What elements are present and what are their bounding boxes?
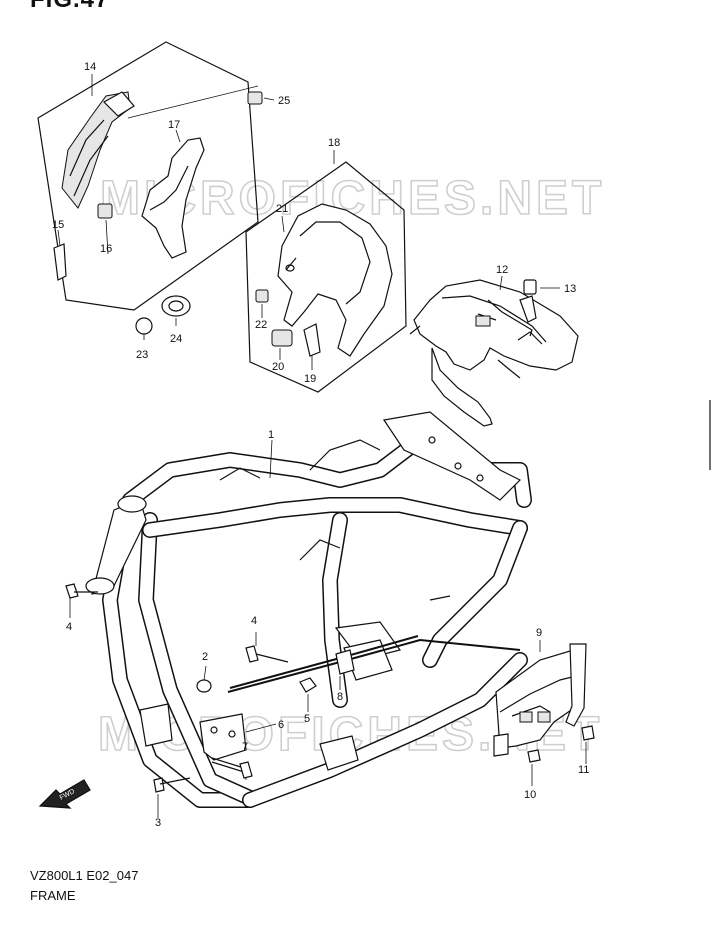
- figure-caption: FRAME: [30, 888, 76, 903]
- callout-1: 1: [268, 429, 274, 441]
- callout-7: 7: [242, 741, 248, 753]
- callout-11: 11: [578, 764, 589, 776]
- callout-24: 24: [170, 333, 182, 345]
- battery-tray-assembly: [409, 275, 579, 427]
- callout-13: 13: [564, 283, 576, 295]
- callout-23: 23: [136, 349, 148, 361]
- callout-21: 21: [276, 203, 288, 215]
- callout-25: 25: [278, 95, 290, 107]
- callout-3: 3: [155, 817, 161, 829]
- callout-12: 12: [496, 264, 508, 276]
- callout-6: 6: [278, 719, 284, 731]
- forward-direction-arrow: FWD: [38, 779, 91, 809]
- callout-8: 8: [337, 691, 343, 703]
- callout-4-middle: 4: [251, 615, 257, 627]
- frame-cover-panel: [245, 150, 407, 393]
- main-frame: [65, 411, 532, 808]
- model-code: VZ800L1 E02_047: [30, 868, 139, 883]
- callout-2: 2: [202, 651, 208, 663]
- side-cover-panel: [37, 41, 275, 340]
- callout-4-left: 4: [66, 621, 72, 633]
- callout-22: 22: [255, 319, 267, 331]
- leader-lines: [69, 439, 341, 818]
- side-bracket-assembly: [493, 640, 595, 786]
- figure-title: FIG.47: [30, 0, 109, 14]
- callout-16: 16: [100, 243, 112, 255]
- callout-19: 19: [304, 373, 316, 385]
- callout-17: 17: [168, 119, 180, 131]
- callout-9: 9: [536, 627, 542, 639]
- callout-5: 5: [304, 713, 310, 725]
- callout-14: 14: [84, 61, 96, 73]
- callout-20: 20: [272, 361, 284, 373]
- callout-10: 10: [524, 789, 536, 801]
- callout-18: 18: [328, 137, 340, 149]
- callout-labels: 1 2 3 4 4 5 6 7 8 9 10 11 12 13 14 15 16…: [52, 61, 589, 829]
- callout-15: 15: [52, 219, 64, 231]
